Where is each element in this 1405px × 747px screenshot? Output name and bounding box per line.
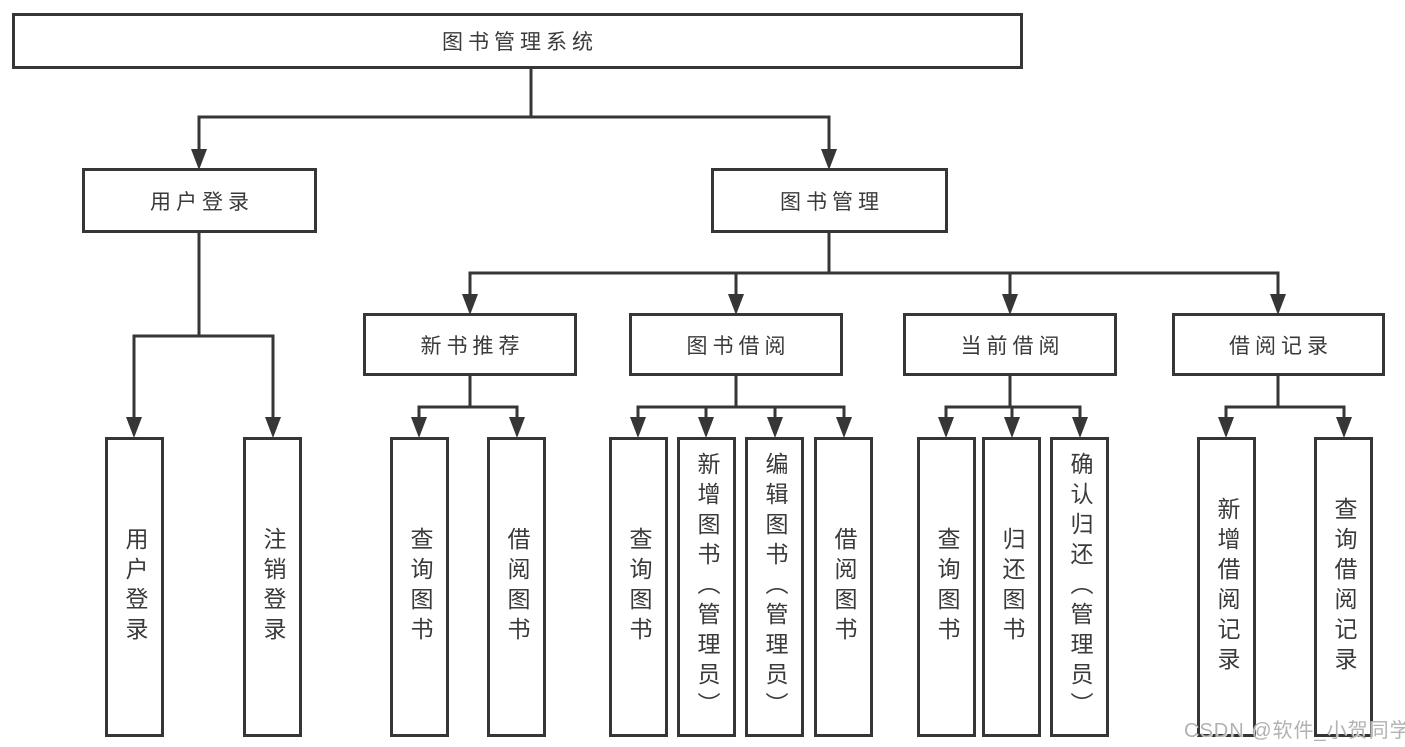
leaf-query-book-recommend: 查询图书	[390, 437, 449, 737]
leaf-logout: 注销登录	[243, 437, 302, 737]
leaf-borrow-book: 借阅图书	[814, 437, 873, 737]
leaf-label: 用户登录	[122, 527, 148, 647]
leaf-label: 确认归还（管理员）	[1067, 452, 1093, 722]
leaf-user-login: 用户登录	[105, 437, 164, 737]
node-label: 图书管理系统	[442, 31, 598, 54]
leaf-confirm-return-admin: 确认归还（管理员）	[1050, 437, 1109, 737]
csdn-watermark: CSDN @软件_小贺同学	[1184, 720, 1405, 742]
leaf-query-borrow-record: 查询借阅记录	[1314, 437, 1373, 737]
node-label: 图书借阅	[686, 334, 791, 358]
leaf-label: 查询借阅记录	[1331, 497, 1357, 677]
leaf-label: 编辑图书（管理员）	[762, 452, 788, 722]
leaf-label: 借阅图书	[504, 527, 530, 647]
node-label: 当前借阅	[960, 334, 1065, 358]
node-label: 图书管理	[780, 190, 884, 214]
node-book-management: 图书管理	[711, 168, 948, 233]
leaf-label: 查询图书	[407, 527, 433, 647]
node-label: 借阅记录	[1229, 334, 1333, 358]
leaf-query-book-borrowing: 查询图书	[609, 437, 668, 737]
leaf-return-book: 归还图书	[982, 437, 1041, 737]
node-book-borrowing: 图书借阅	[629, 313, 843, 376]
node-root-library-system: 图书管理系统	[12, 13, 1023, 69]
leaf-label: 借阅图书	[831, 527, 857, 647]
leaf-query-book-current: 查询图书	[917, 437, 976, 737]
leaf-label: 查询图书	[934, 527, 960, 647]
leaf-borrow-book-recommend: 借阅图书	[487, 437, 546, 737]
leaf-label: 新增图书（管理员）	[694, 452, 720, 722]
leaf-label: 注销登录	[260, 527, 286, 647]
leaf-label: 归还图书	[999, 527, 1025, 647]
leaf-add-borrow-record: 新增借阅记录	[1197, 437, 1256, 737]
node-label: 用户登录	[150, 190, 254, 214]
node-borrow-records: 借阅记录	[1172, 313, 1385, 376]
leaf-label: 查询图书	[626, 527, 652, 647]
leaf-edit-book-admin: 编辑图书（管理员）	[745, 437, 804, 737]
node-new-book-recommend: 新书推荐	[363, 313, 577, 376]
node-label: 新书推荐	[420, 334, 525, 358]
node-current-borrowing: 当前借阅	[903, 313, 1117, 376]
leaf-add-book-admin: 新增图书（管理员）	[677, 437, 736, 737]
leaf-label: 新增借阅记录	[1214, 497, 1240, 677]
node-user-login: 用户登录	[82, 168, 317, 233]
